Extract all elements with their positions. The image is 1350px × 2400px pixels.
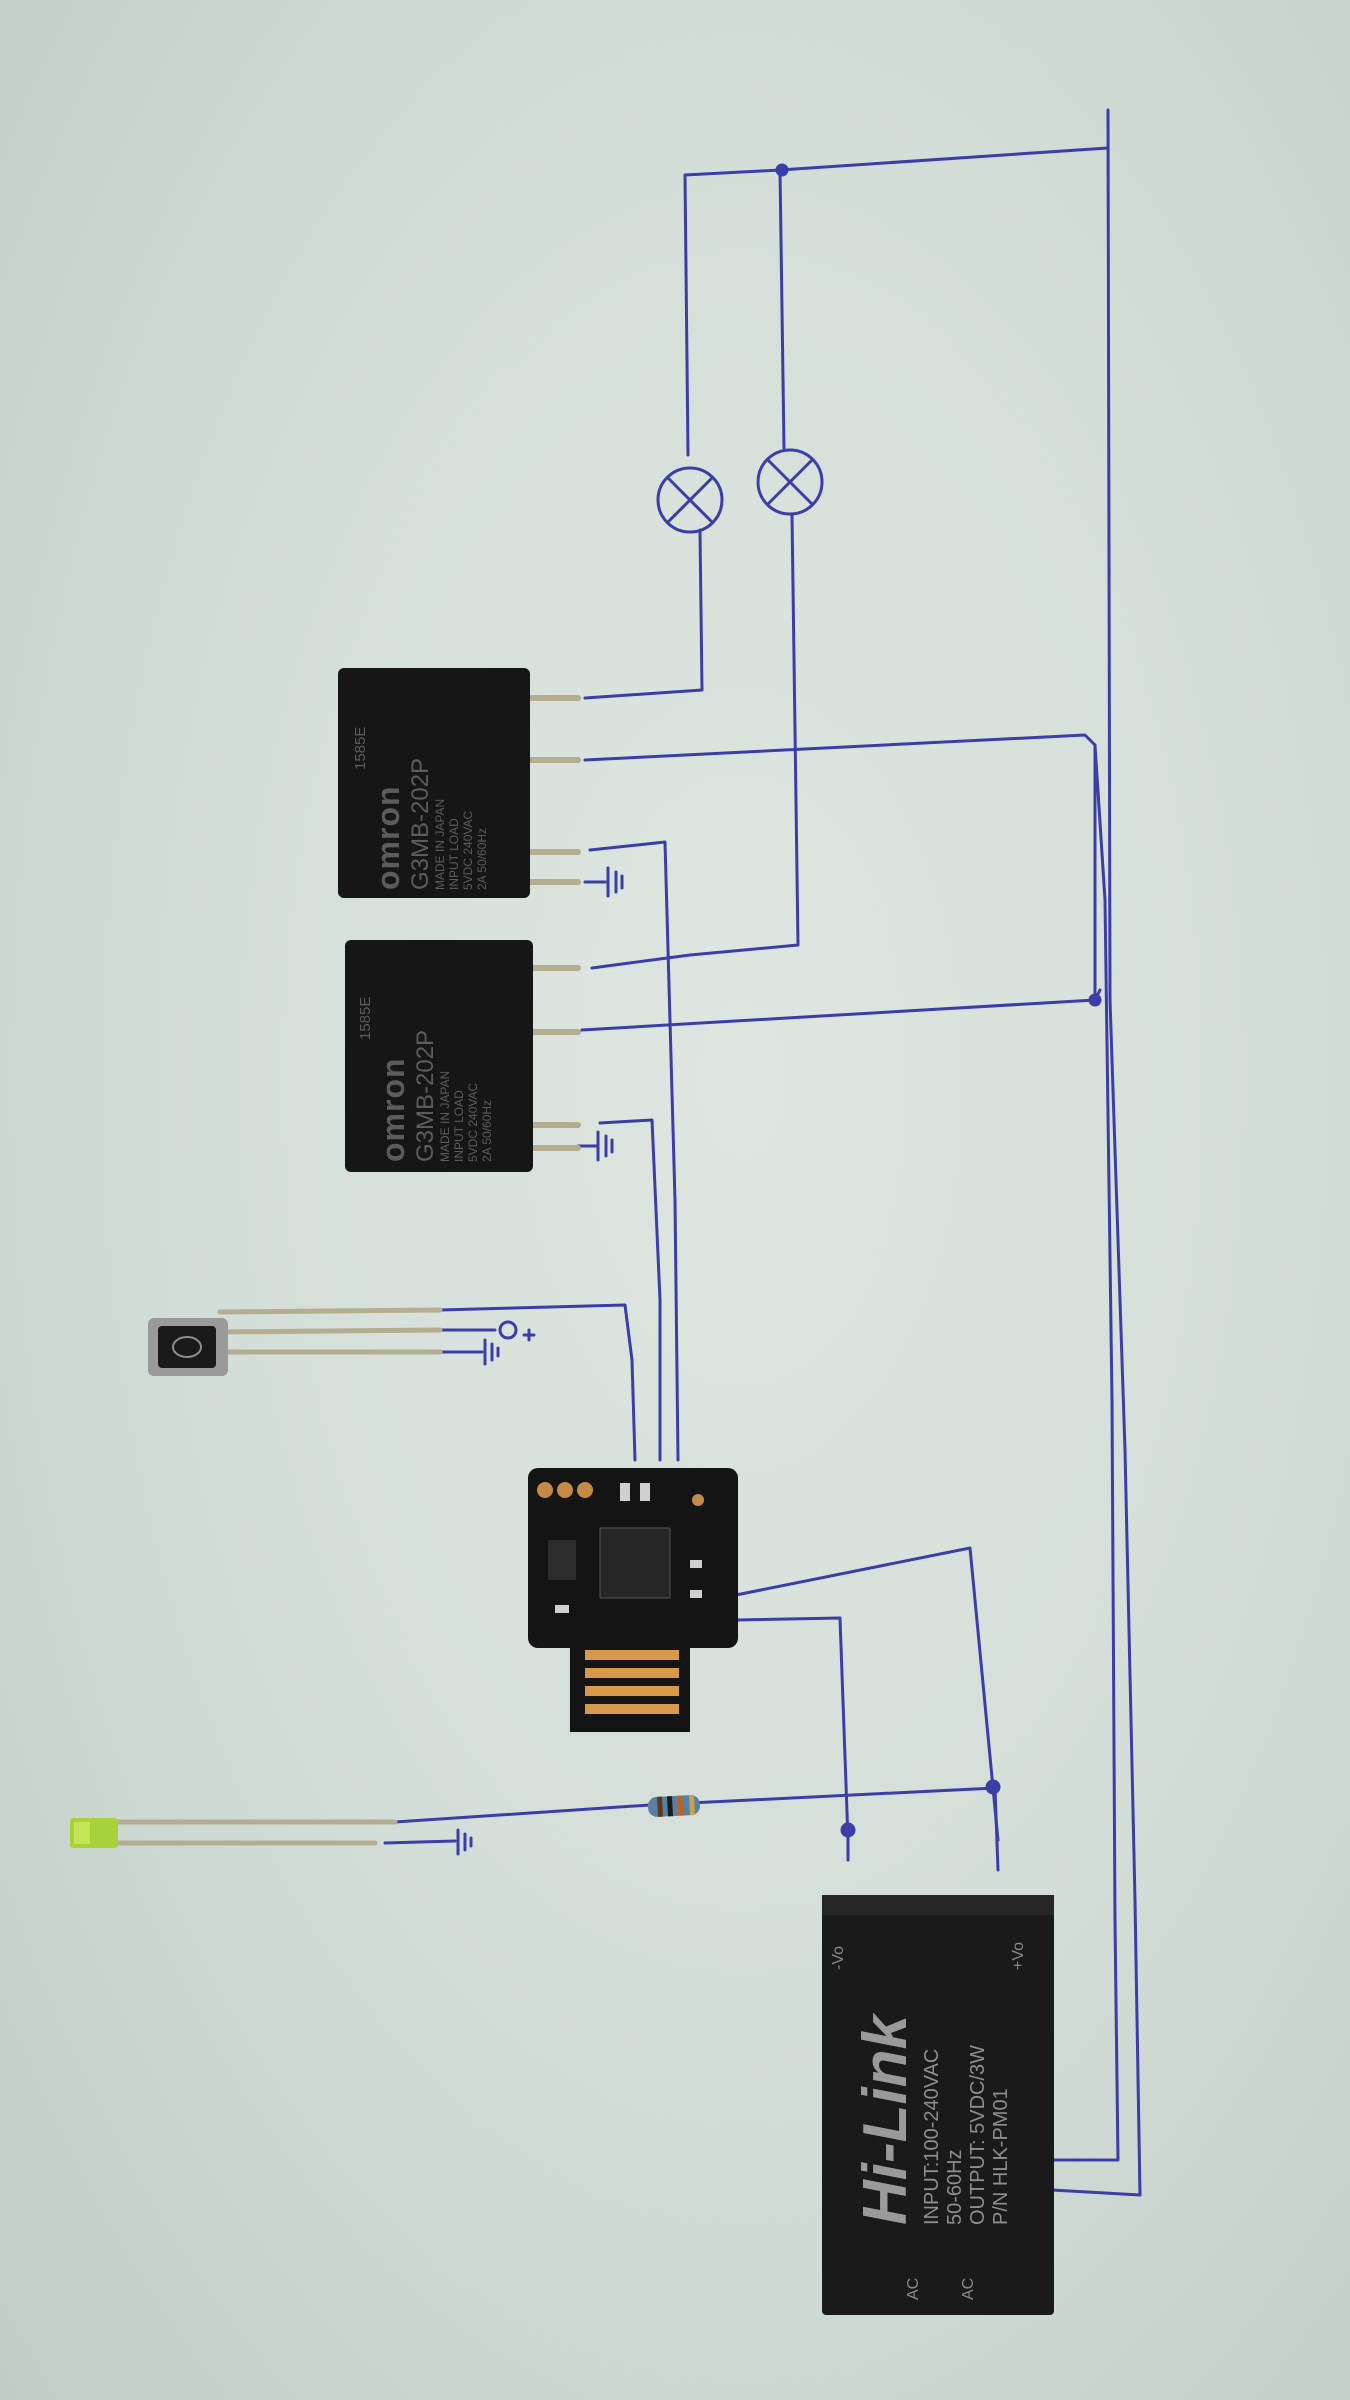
ground-ir [438, 1338, 500, 1366]
junction-dot-4 [775, 163, 789, 177]
wire-digispark-vin [734, 1546, 1000, 1842]
hi-link-pin-vo-plus: +Vo [1010, 1941, 1027, 1970]
wire-top-bus [683, 146, 1110, 177]
relay-top-line-4: 2A 50/60Hz [474, 827, 489, 890]
relay-top-brand: omron [370, 785, 406, 890]
ground-led [383, 1828, 473, 1856]
relay-top-line-2: INPUT LOAD [447, 818, 462, 890]
hi-link-frequency: 50-60Hz [944, 2149, 967, 2225]
lamp-1-icon [656, 466, 724, 534]
hi-link-label: Hi-Link INPUT:100-240VAC 50-60Hz OUTPUT:… [850, 2015, 1013, 2225]
junction-dot-3 [1088, 993, 1102, 1007]
hi-link-input: INPUT:100-240VAC [921, 2048, 944, 2225]
attiny-chip [599, 1527, 671, 1599]
plus-sign-icon [522, 1328, 536, 1342]
wire-relay2-load [580, 988, 1102, 1032]
vcc-terminal-icon [498, 1320, 518, 1340]
wire-lamp2-top [778, 168, 786, 450]
relay-bottom-line-4: 2A 50/60Hz [479, 1099, 494, 1162]
lamp-2-icon [756, 448, 824, 516]
digispark-board [528, 1468, 738, 1732]
wire-relay2-ctrl [598, 1118, 662, 1462]
voltage-regulator [548, 1540, 576, 1580]
ground-relay1 [583, 866, 624, 898]
smd-parts [555, 1483, 702, 1613]
relay-top-line-1: MADE IN JAPAN [433, 798, 448, 890]
wire-digispark-gnd [734, 1616, 850, 1842]
hi-link-body [822, 1895, 1054, 2315]
relay-top-code: 1585E [352, 726, 369, 770]
relay-top-label: omron G3MB-202P MADE IN JAPAN INPUT LOAD… [370, 758, 490, 890]
led [70, 1818, 398, 1848]
header-pads [537, 1482, 704, 1506]
wire-lamp1-top [683, 173, 690, 457]
hi-link-output: OUTPUT: 5VDC/3W [967, 2044, 990, 2225]
relay-bottom-line-3: 5VDC 240VAC [465, 1082, 480, 1162]
wire-vcc-drop [993, 1786, 1000, 1872]
relay-bottom-code: 1585E [357, 996, 374, 1040]
wire-lamp1-relay [583, 528, 704, 700]
relay-bottom-line-2: INPUT LOAD [452, 1090, 467, 1162]
wire-mains-to-ac [1048, 2168, 1142, 2197]
relay-bottom-pins [525, 965, 581, 1151]
hi-link-brand: Hi-Link [851, 2014, 920, 2225]
junction-dot-2 [985, 1779, 1001, 1795]
relay-top-line-3: 5VDC 240VAC [460, 810, 475, 890]
wire-ir-signal [438, 1303, 637, 1462]
hi-link-pin-ac-1: AC [905, 2277, 922, 2300]
wire-lamp2-cross [766, 458, 814, 506]
relay-bottom-label: omron G3MB-202P MADE IN JAPAN INPUT LOAD… [375, 1030, 495, 1162]
hi-link-module [822, 1895, 1054, 2315]
wire-mains-right [1106, 108, 1142, 2197]
wire-relay1-ctrl [588, 840, 680, 1462]
lamp-1-cross [666, 476, 714, 524]
hi-link-pin-ac-2: AC [960, 2277, 977, 2300]
ir-receiver-lens [158, 1326, 216, 1368]
hi-link-pin-vo-minus: -Vo [830, 1945, 847, 1970]
relay-bottom-body [345, 940, 533, 1172]
wire-lamp2-relay [590, 513, 800, 970]
hi-link-part-number: P/N HLK-PM01 [990, 2088, 1013, 2225]
wire-relay1-load [583, 733, 1097, 1002]
ir-receiver [148, 1307, 443, 1376]
relay-bottom-line-1: MADE IN JAPAN [438, 1070, 453, 1162]
relay-top-pins [525, 695, 581, 885]
ground-relay2 [576, 1130, 614, 1162]
relay-bottom-model: G3MB-202P [411, 1029, 439, 1162]
resistor [647, 1794, 701, 1817]
usb-contacts [585, 1650, 679, 1714]
relay-top-body [338, 668, 530, 898]
relay-top-model: G3MB-202P [406, 757, 434, 890]
wire-mains-second [1050, 743, 1120, 2162]
relay-bottom-brand: omron [375, 1057, 411, 1162]
